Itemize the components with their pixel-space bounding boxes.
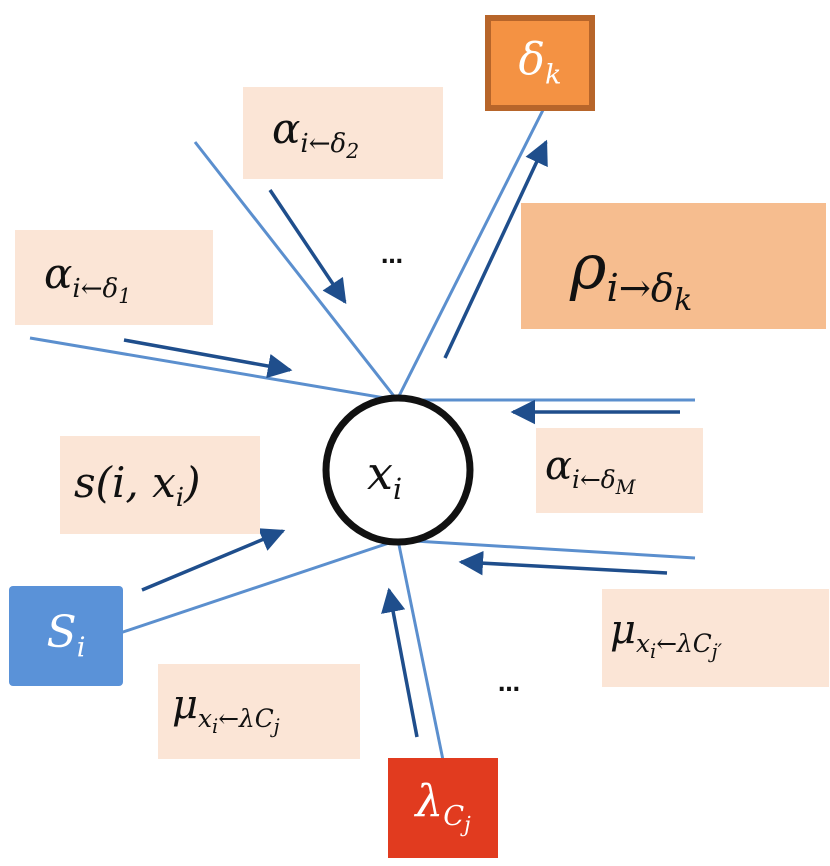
label-box-mu-cj-prime [602, 589, 829, 687]
label-box-alpha-deltaM [536, 428, 703, 513]
factor-node-s: Si [9, 586, 123, 686]
message-similarity: s(i, xi) [74, 458, 201, 514]
arrow-alpha-delta1 [123, 338, 293, 379]
factor-node-delta-k: δk [485, 15, 595, 111]
message-alpha-delta1: αi←δ1 [44, 249, 132, 309]
message-mu-cj: μxi←λCj [172, 682, 280, 738]
edge-delta1 [29, 336, 398, 402]
edge-mu-cj-prime [397, 538, 696, 560]
arrow-mu-cj [381, 587, 419, 738]
variable-node-label: xi [367, 446, 403, 506]
arrow-rho [443, 139, 548, 359]
message-mu-cj-prime: μxi←λCj′ [610, 607, 723, 663]
message-alpha-deltaM: αi←δM [545, 443, 636, 499]
label-box-rho [521, 203, 826, 329]
factor-node-lambda: λCj [388, 758, 498, 858]
label-box-alpha-delta2 [243, 87, 443, 179]
arrow-alpha-delta2 [268, 189, 347, 305]
edge-s [119, 538, 399, 635]
variable-node-circle [322, 394, 474, 546]
message-alpha-delta2: αi←δ2 [272, 104, 360, 164]
label-box-mu-cj [158, 664, 360, 759]
edge-delta2 [193, 141, 399, 401]
arrow-mu-cj-prime [458, 550, 668, 576]
ellipsis-top: … [381, 244, 404, 269]
edge-deltak [395, 109, 545, 401]
label-box-alpha-delta1 [15, 230, 213, 325]
label-box-similarity [60, 436, 260, 534]
ellipsis-bottom: … [498, 672, 521, 697]
arrow-similarity [141, 528, 286, 592]
message-rho: ρi→δk [570, 230, 693, 319]
edge-lambda [396, 539, 445, 761]
